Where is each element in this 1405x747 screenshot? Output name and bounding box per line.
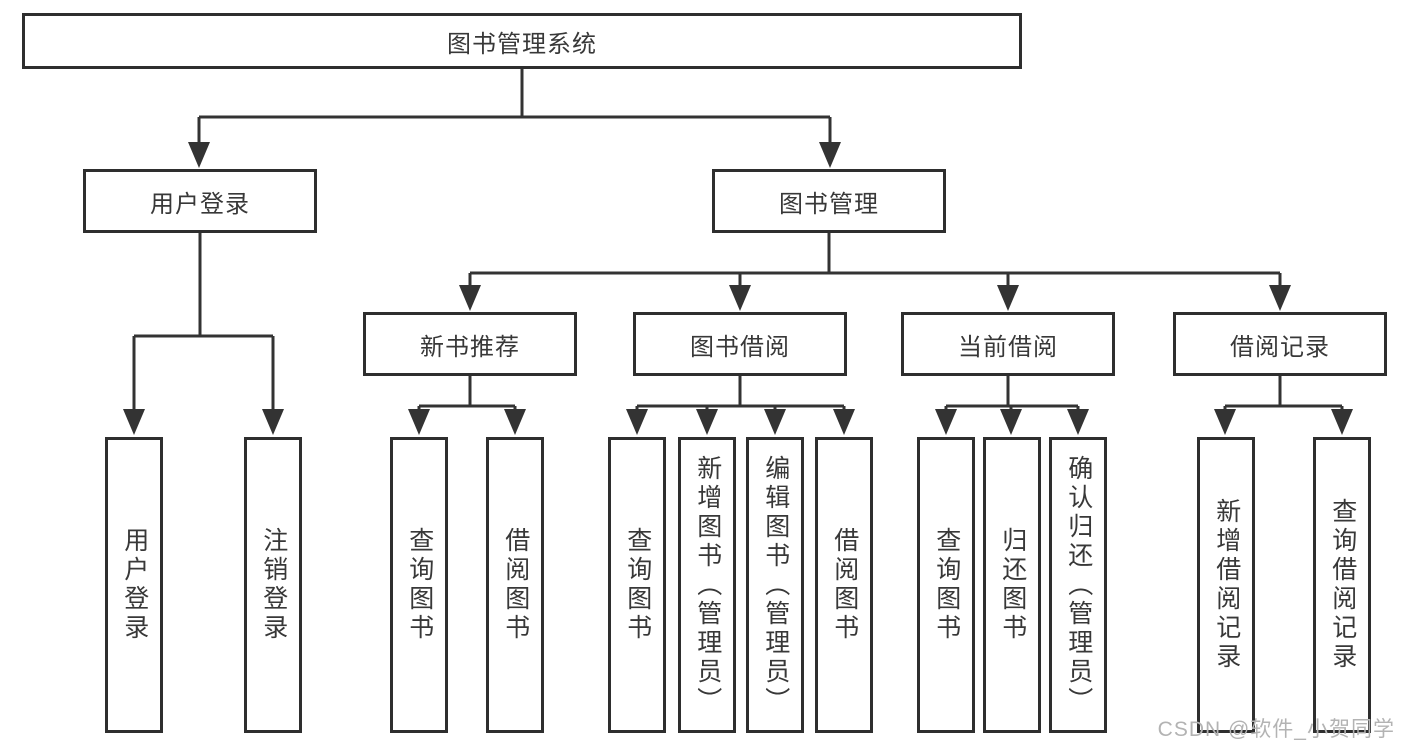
leaf-confirm-return-admin: 确认归还（管理员） <box>1049 437 1107 733</box>
leaf-borrow-books: 借阅图书 <box>815 437 873 733</box>
leaf-query-books-recommend: 查询图书 <box>390 437 448 733</box>
leaf-user-login: 用户登录 <box>105 437 163 733</box>
node-root: 图书管理系统 <box>22 13 1022 69</box>
leaf-query-books-current: 查询图书 <box>917 437 975 733</box>
node-book-borrow: 图书借阅 <box>633 312 847 376</box>
leaf-query-borrow-record: 查询借阅记录 <box>1313 437 1371 733</box>
leaf-borrow-books-recommend: 借阅图书 <box>486 437 544 733</box>
arrowheads <box>123 142 1353 435</box>
node-current-borrow: 当前借阅 <box>901 312 1115 376</box>
csdn-watermark: CSDN @软件_小贺同学 <box>1157 718 1395 741</box>
leaf-add-book-admin: 新增图书（管理员） <box>678 437 736 733</box>
node-book-management: 图书管理 <box>712 169 946 233</box>
node-borrow-records: 借阅记录 <box>1173 312 1387 376</box>
leaf-add-borrow-record: 新增借阅记录 <box>1197 437 1255 733</box>
leaf-return-book: 归还图书 <box>983 437 1041 733</box>
leaf-query-books-borrow: 查询图书 <box>608 437 666 733</box>
node-user-login: 用户登录 <box>83 169 317 233</box>
leaf-edit-book-admin: 编辑图书（管理员） <box>746 437 804 733</box>
node-new-book-recommend: 新书推荐 <box>363 312 577 376</box>
leaf-logout: 注销登录 <box>244 437 302 733</box>
